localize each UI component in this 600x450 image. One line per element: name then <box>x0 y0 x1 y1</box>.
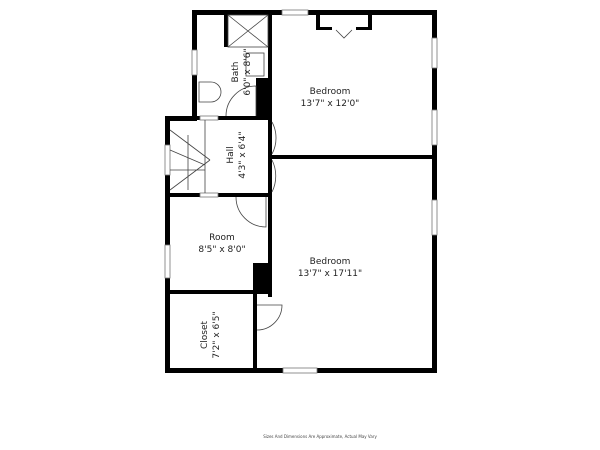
windows <box>164 9 438 374</box>
room-size: 8'5" x 8'0" <box>198 245 245 255</box>
room-name: Closet <box>200 321 210 350</box>
room-size: 6'0" x 8'6" <box>243 48 253 95</box>
room-hall: Hall 4'3" x 6'4" <box>226 131 248 178</box>
room-name: Bath <box>231 62 241 83</box>
doors <box>225 85 283 331</box>
room-name: Hall <box>226 146 236 163</box>
room-name: Bedroom <box>310 257 351 267</box>
room-size: 13'7" x 12'0" <box>301 99 360 109</box>
room-bedroom-top: Bedroom 13'7" x 12'0" <box>301 87 360 109</box>
fixtures <box>169 14 353 193</box>
room-closet: Closet 7'2" x 6'5" <box>200 311 222 358</box>
room-bath: Bath 6'0" x 8'6" <box>231 48 253 95</box>
room-room: Room 8'5" x 8'0" <box>198 233 245 255</box>
room-name: Bedroom <box>310 87 351 97</box>
room-name: Room <box>209 233 235 243</box>
room-bedroom-bottom: Bedroom 13'7" x 17'11" <box>298 257 362 279</box>
room-size: 7'2" x 6'5" <box>212 311 222 358</box>
room-size: 13'7" x 17'11" <box>298 269 362 279</box>
walls <box>165 10 437 373</box>
room-size: 4'3" x 6'4" <box>238 131 248 178</box>
disclaimer: Sizes And Dimensions Are Approximate, Ac… <box>263 434 377 439</box>
